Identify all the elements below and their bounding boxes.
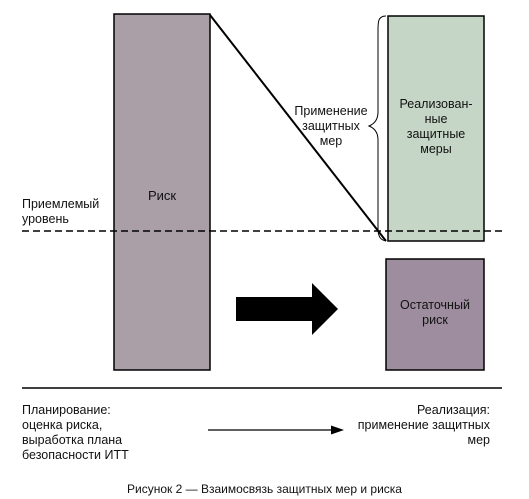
risk-label: Риск	[147, 188, 177, 203]
risk-bar	[113, 13, 211, 371]
implemented-measures-bar	[387, 15, 485, 242]
applying-measures-label: Применение защитных мер	[294, 104, 368, 148]
residual-risk-bar	[385, 258, 485, 371]
acceptable-level-label: Приемлемый уровень	[22, 197, 100, 226]
residual-risk-label: Остаточный риск	[400, 298, 470, 327]
big-arrow	[236, 283, 338, 335]
figure-caption: Рисунок 2 — Взаимосвязь защитных мер и р…	[127, 482, 402, 496]
planning-label: Планирование: оценка риска, выработка пл…	[22, 403, 129, 462]
diagonal-line	[209, 14, 387, 242]
timeline-arrow-head	[331, 425, 344, 435]
implementation-label: Реализация: применение защитных мер	[357, 403, 490, 447]
curly-brace	[367, 15, 387, 242]
implemented-measures-label: Реализован- ные защитные меры	[399, 97, 473, 156]
